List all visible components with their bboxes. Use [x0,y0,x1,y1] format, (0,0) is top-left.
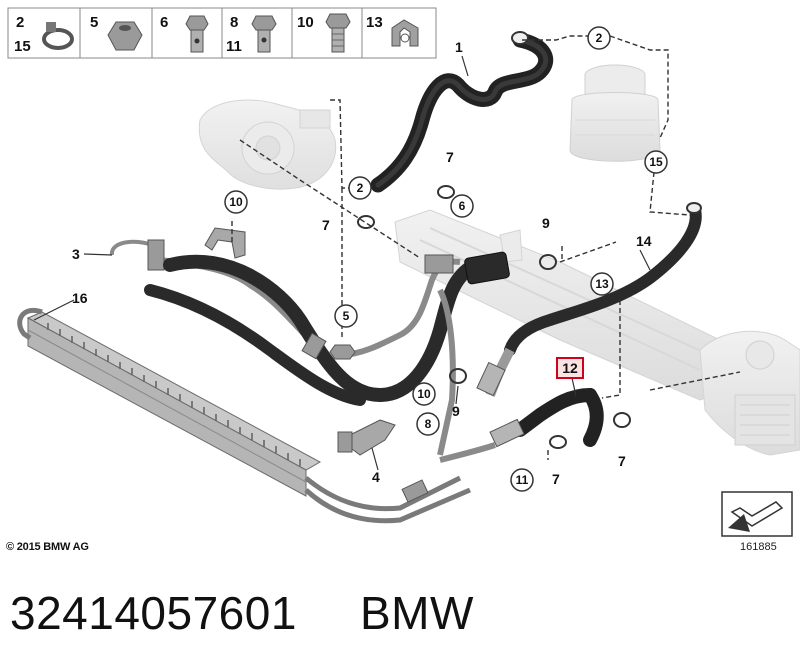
svg-text:15: 15 [14,38,31,55]
svg-text:2: 2 [16,14,24,31]
hose-14 [476,202,702,397]
bracket-10-upper [204,227,246,259]
svg-text:13: 13 [595,277,609,291]
bracket-4 [337,419,396,456]
hose-12-highlighted [439,388,604,463]
fluid-reservoir-ghost [569,64,661,162]
legend-cell-hose-clamp: 2 15 [14,14,74,55]
svg-text:5: 5 [343,309,350,323]
legend-cell-clip: 13 [366,14,419,47]
o-ring-9-lower [449,368,467,384]
banjo-bolt-icon [185,15,209,53]
callout-10-upper: 10 [224,190,248,214]
callout-14: 14 [636,233,652,249]
svg-text:10: 10 [229,195,243,209]
svg-text:2: 2 [357,181,364,195]
leader-lines [231,35,741,460]
callout-6: 6 [450,194,474,218]
hex-bolt-icon [325,13,351,53]
callout-15: 15 [644,150,668,174]
svg-text:8: 8 [425,417,432,431]
plain-callouts: 1 3 16 7 7 9 14 9 4 7 7 [72,39,652,487]
rack-connection-block [424,251,510,285]
callout-12-highlighted[interactable]: 12 [556,357,584,379]
o-ring-7-mid [549,435,567,449]
svg-text:13: 13 [366,14,383,31]
highlight-box [556,357,584,379]
oil-cooler [17,307,471,524]
svg-text:10: 10 [417,387,431,401]
callout-8: 8 [416,412,440,436]
callout-2-hose: 2 [348,176,372,200]
legend-cell-hex-bolt: 10 [297,13,351,53]
part-number: 32414057601 [10,587,297,639]
callout-4: 4 [372,469,380,485]
svg-text:10: 10 [297,14,314,31]
legend-cell-hex-nut: 5 [90,14,143,51]
callout-7-right: 7 [618,453,626,469]
callout-7-left: 7 [322,217,330,233]
copyright-notice: © 2015 BMW AG [6,541,89,553]
hollow-bolt-icon [251,15,277,53]
nut-5 [329,344,356,360]
svg-text:15: 15 [649,155,663,169]
legend-strip: 2 15 5 6 8 11 [7,7,437,59]
pressure-hose-long [144,254,477,406]
callout-2-top: 2 [587,26,611,50]
callout-7-mid: 7 [552,471,560,487]
svg-text:2: 2 [596,31,603,45]
hex-nut-icon [107,21,143,51]
clip-icon [391,19,419,47]
callout-13: 13 [590,272,614,296]
direction-arrow-icon [728,501,784,532]
svg-text:5: 5 [90,14,98,31]
callout-11: 11 [510,468,534,492]
callout-10-lower: 10 [412,382,436,406]
callout-16: 16 [72,290,88,306]
o-ring-9-upper [539,254,557,270]
pipe-to-rack [339,258,461,456]
hose-clamp-icon [42,22,74,50]
callout-1: 1 [455,39,463,55]
svg-text:6: 6 [459,199,466,213]
callout-9-lower: 9 [452,403,460,419]
svg-text:8: 8 [230,14,238,31]
cooler-fins [47,323,301,466]
svg-text:6: 6 [160,14,168,31]
svg-text:12: 12 [562,360,578,376]
orientation-arrow-box [721,491,793,537]
o-ring-7-right [613,412,631,428]
hose-14-fitting [476,361,506,397]
callout-9-upper: 9 [542,215,550,231]
drawing-number: 161885 [740,541,777,553]
legend-cell-banjo-bolt: 6 [160,14,209,53]
circled-callouts: 2 2 15 6 10 13 5 10 [224,26,668,492]
callout-5: 5 [334,304,358,328]
return-hose-1 [370,31,554,193]
o-ring-7-upper [437,185,455,199]
svg-text:11: 11 [226,38,242,55]
callout-3: 3 [72,246,80,262]
o-ring-7-left [357,215,375,229]
steering-gear-housing-ghost [699,330,800,456]
callout-7-top: 7 [446,149,454,165]
power-steering-pump-ghost [198,99,337,190]
brand-label: BMW [360,587,474,639]
svg-text:11: 11 [516,473,529,487]
callout-lines [33,55,651,471]
legend-cell-hollow-bolt: 8 11 [226,14,277,55]
